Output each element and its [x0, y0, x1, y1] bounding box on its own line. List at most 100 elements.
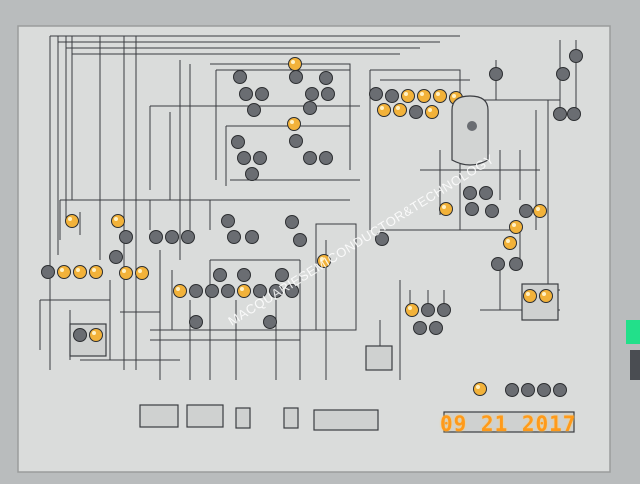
lamp-highlight: [380, 106, 384, 110]
lamp-on: [111, 214, 125, 228]
lamp-off: [289, 134, 303, 148]
lamp-highlight: [138, 269, 142, 273]
lamp-off: [245, 230, 259, 244]
lamp-off: [567, 107, 581, 121]
lamp-off: [227, 230, 241, 244]
lamp-off: [231, 135, 245, 149]
lamp-highlight: [506, 239, 510, 243]
lamp-highlight: [476, 385, 480, 389]
lamp-off: [463, 186, 477, 200]
lamp-on: [523, 289, 537, 303]
lamp-off: [41, 265, 55, 279]
lamp-on: [417, 89, 431, 103]
lamp-off: [569, 49, 583, 63]
lamp-on: [287, 117, 301, 131]
label-box: [365, 345, 393, 371]
lamp-off: [479, 186, 493, 200]
lamp-highlight: [114, 217, 118, 221]
lamp-on: [237, 284, 251, 298]
label-box: [443, 411, 575, 433]
lamp-highlight: [436, 92, 440, 96]
lamp-off: [239, 87, 253, 101]
lamp-on: [377, 103, 391, 117]
lamp-off: [119, 230, 133, 244]
lamp-off: [521, 383, 535, 397]
lamp-on: [393, 103, 407, 117]
label-box: [313, 409, 379, 431]
lamp-highlight: [291, 60, 295, 64]
label-box: [139, 404, 179, 428]
lamp-highlight: [526, 292, 530, 296]
lamp-off: [409, 105, 423, 119]
lamp-off: [253, 151, 267, 165]
indicator-lamps: [41, 49, 583, 397]
lamp-on: [73, 265, 87, 279]
lamp-off: [149, 230, 163, 244]
lamp-off: [303, 101, 317, 115]
lamp-off: [245, 167, 259, 181]
lamp-off: [237, 268, 251, 282]
lamp-on: [405, 303, 419, 317]
lamp-on: [288, 57, 302, 71]
lamp-off: [491, 257, 505, 271]
lamp-on: [119, 266, 133, 280]
lamp-off: [385, 89, 399, 103]
lamp-highlight: [452, 94, 456, 98]
lamp-off: [109, 250, 123, 264]
lamp-off: [537, 383, 551, 397]
lamp-off: [237, 151, 251, 165]
lamp-off: [269, 284, 283, 298]
lamp-on: [173, 284, 187, 298]
lamp-highlight: [290, 120, 294, 124]
lamp-highlight: [76, 268, 80, 272]
vessel: [451, 95, 489, 166]
lamp-off: [275, 268, 289, 282]
lamp-on: [533, 204, 547, 218]
lamp-off: [369, 87, 383, 101]
label-box: [235, 407, 251, 429]
lamp-off: [413, 321, 427, 335]
lamp-off: [305, 87, 319, 101]
date-stamp: 09 21 2017: [440, 412, 577, 436]
lamp-on: [503, 236, 517, 250]
lamp-off: [319, 151, 333, 165]
lamp-on: [433, 89, 447, 103]
lamp-highlight: [542, 292, 546, 296]
lamp-highlight: [512, 223, 516, 227]
lamp-off: [205, 284, 219, 298]
lamp-on: [439, 202, 453, 216]
lamp-off: [429, 321, 443, 335]
lamp-off: [181, 230, 195, 244]
lamp-on: [89, 328, 103, 342]
lamp-off: [253, 284, 267, 298]
lamp-highlight: [92, 331, 96, 335]
lamp-off: [485, 204, 499, 218]
lamp-highlight: [176, 287, 180, 291]
lamp-off: [213, 268, 227, 282]
lamp-off: [519, 204, 533, 218]
lamp-on: [57, 265, 71, 279]
lamp-off: [489, 67, 503, 81]
lamp-off: [553, 383, 567, 397]
lamp-highlight: [404, 92, 408, 96]
lamp-off: [421, 303, 435, 317]
lamp-on: [425, 105, 439, 119]
lamp-highlight: [92, 268, 96, 272]
label-box: [186, 404, 224, 428]
lamp-highlight: [428, 108, 432, 112]
lamp-highlight: [320, 257, 324, 261]
label-boxes: [69, 283, 575, 433]
lamp-off: [255, 87, 269, 101]
lamp-highlight: [60, 268, 64, 272]
lamp-highlight: [408, 306, 412, 310]
lamp-highlight: [68, 217, 72, 221]
lamp-on: [135, 266, 149, 280]
lamp-off: [221, 284, 235, 298]
edge-device: [630, 350, 640, 380]
green-indicator: [626, 320, 640, 344]
lamp-off: [233, 70, 247, 84]
lamp-off: [189, 315, 203, 329]
lamp-on: [539, 289, 553, 303]
